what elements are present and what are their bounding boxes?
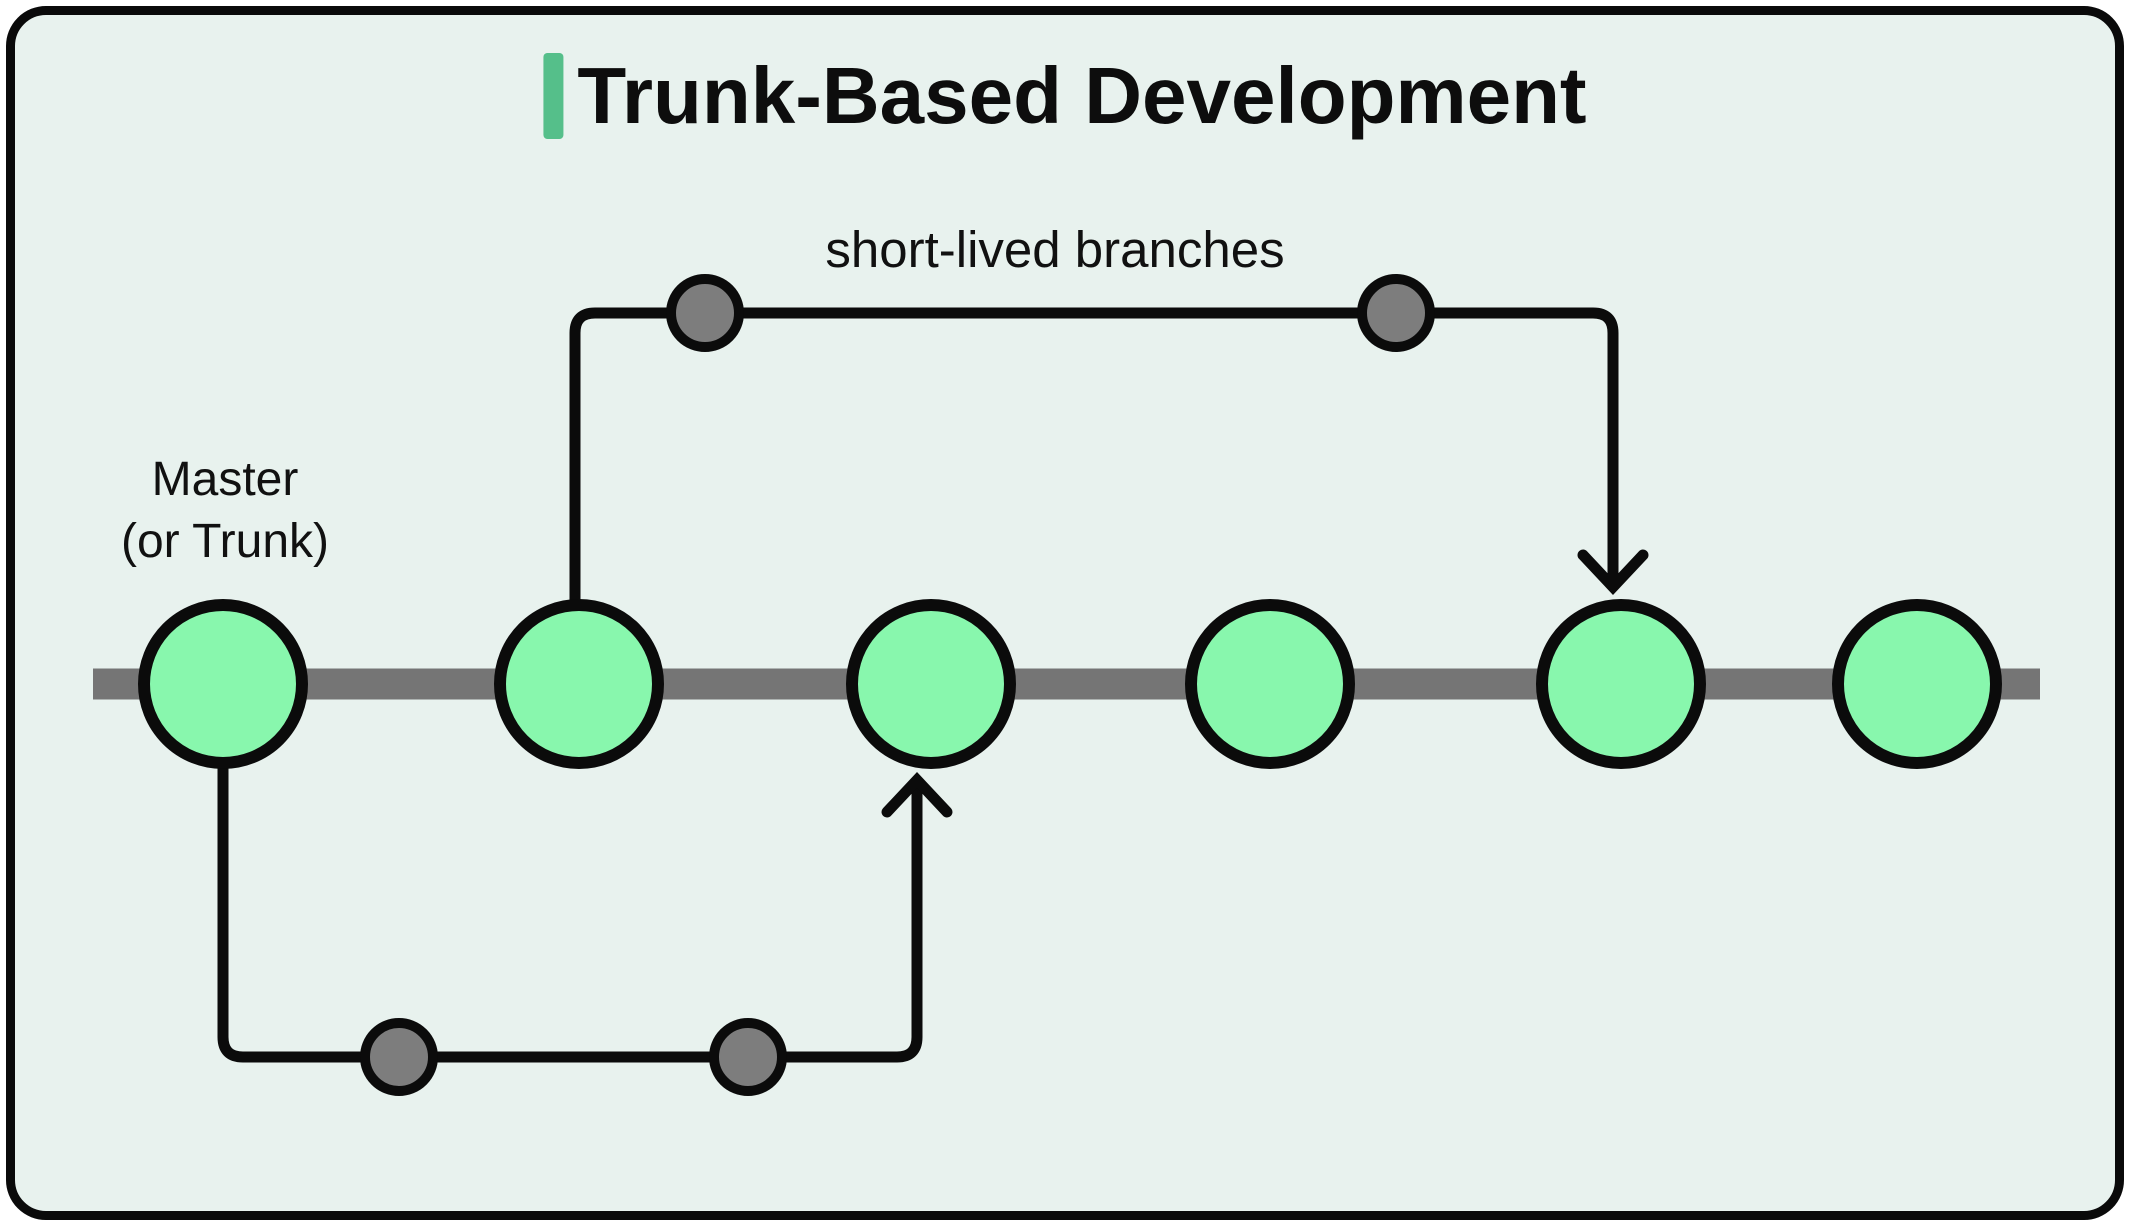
branch-commit-node	[709, 1018, 787, 1096]
branch-path-lower	[217, 730, 923, 1063]
master-trunk-label: Master (or Trunk)	[121, 449, 329, 573]
master-label-line1: Master	[151, 453, 299, 506]
master-label-line2: (or Trunk)	[120, 515, 330, 568]
trunk-commit-node	[494, 599, 664, 769]
trunk-commit-node	[138, 599, 308, 769]
trunk-commit-node	[1185, 599, 1355, 769]
branch-path-upper	[569, 307, 1619, 640]
diagram-card	[6, 6, 2124, 1220]
page-title: Trunk-Based Development	[577, 51, 1587, 140]
trunk-commit-node	[846, 599, 1016, 769]
merge-arrow-upper	[1577, 549, 1649, 596]
trunk-commit-node	[1536, 599, 1706, 769]
merge-arrow-lower	[881, 771, 953, 818]
branch-commit-node	[360, 1018, 438, 1096]
short-lived-branches-label: short-lived branches	[825, 221, 1285, 278]
title-accent-bar	[543, 53, 564, 139]
branch-commit-node	[1357, 274, 1435, 352]
branch-commit-node	[666, 274, 744, 352]
trunk-commit-node	[1832, 599, 2002, 769]
page-title-row: Trunk-Based Development	[543, 50, 1587, 142]
